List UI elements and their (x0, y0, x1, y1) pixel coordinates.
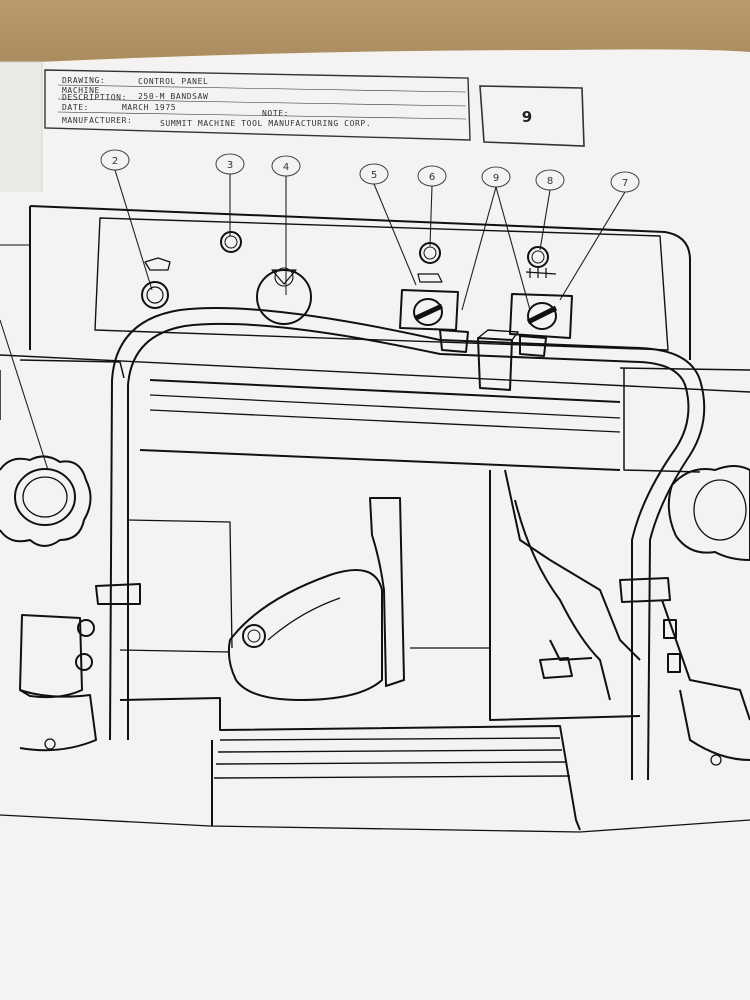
callout-2-label: 2 (112, 156, 118, 167)
left-handwheel (0, 455, 92, 547)
leader-lines (0, 169, 626, 471)
description-label: DESCRIPTION: (62, 93, 127, 102)
manufacturer-label: MANUFACTURER: (62, 116, 132, 125)
right-selector-switch (509, 293, 573, 339)
date-label: DATE: (62, 103, 89, 112)
pilot-light (220, 231, 242, 253)
pipe-guard (109, 307, 706, 781)
right-handwheel (667, 465, 750, 561)
description-value: 250-M BANDSAW (138, 92, 208, 101)
control-panel-box (29, 205, 691, 360)
callout-7-label: 7 (622, 178, 628, 189)
left-selector-switch (399, 289, 459, 331)
center-block (477, 337, 513, 391)
paper-sheet (0, 49, 750, 1000)
arm-bolt (242, 624, 266, 648)
previous-page-edge (0, 62, 42, 192)
arm-blade (227, 569, 383, 701)
callout-6-label: 6 (429, 172, 435, 183)
vise-jaw (369, 497, 405, 687)
drawing-label: DRAWING: (62, 76, 105, 85)
callout-3-label: 3 (227, 160, 233, 171)
callout-9-label: 9 (493, 173, 499, 184)
sheet-number: 9 (522, 108, 532, 126)
drawing-value: CONTROL PANEL (138, 77, 208, 86)
coolant-symbol (144, 257, 171, 271)
title-block (44, 69, 585, 147)
callout-8-label: 8 (547, 176, 553, 187)
manufacturer-value: SUMMIT MACHINE TOOL MANUFACTURING CORP. (160, 119, 371, 128)
start-button (141, 281, 169, 309)
callout-4-label: 4 (283, 162, 289, 173)
right-bracket (619, 577, 671, 603)
note-label: NOTE: (262, 109, 289, 118)
callout-5-label: 5 (371, 170, 377, 181)
date-value: MARCH 1975 (122, 103, 176, 112)
left-fitting (439, 329, 469, 353)
machine-label: MACHINE (62, 86, 100, 95)
bandsaw-illustration (0, 205, 750, 833)
right-fitting (519, 335, 547, 357)
